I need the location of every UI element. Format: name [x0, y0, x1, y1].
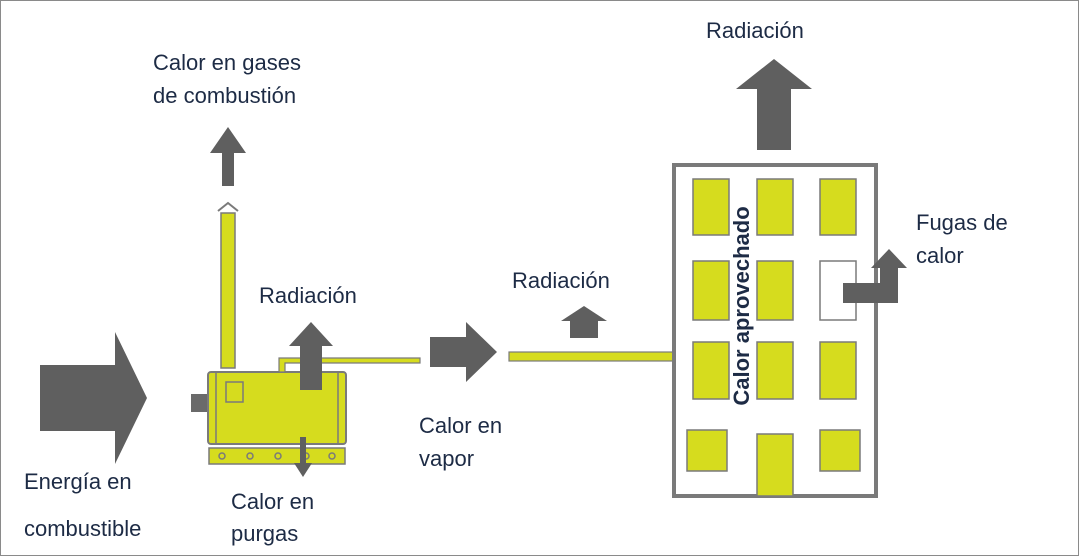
- blowdown-label-line1: Calor en: [231, 489, 315, 514]
- building-windows: [686, 178, 861, 472]
- distribution-pipe: [508, 351, 676, 362]
- flue-gas-label-line1: Calor en gases: [153, 50, 301, 75]
- building-radiation-label: Radiación: [706, 18, 804, 43]
- flue-gas-label-line2: de combustión: [153, 83, 297, 108]
- boiler-panel: [225, 381, 244, 403]
- blowdown-arrow: [294, 437, 312, 477]
- building-door: [756, 433, 794, 497]
- energy-input-arrow: [40, 332, 147, 464]
- boiler-burner: [191, 394, 207, 412]
- steam-heat-arrow: [430, 322, 497, 382]
- useful-heat-label: Calor aprovechado: [729, 206, 754, 406]
- steam-label-line1: Calor en: [419, 413, 503, 438]
- boiler-radiation-arrow: [289, 322, 333, 390]
- heat-leak-label-line2: calor: [916, 243, 964, 268]
- heat-leak-arrow: [843, 249, 907, 303]
- building-radiation-arrow: [736, 59, 812, 150]
- heat-leak-label-line1: Fugas de: [916, 210, 1008, 235]
- pipe-radiation-label: Radiación: [512, 268, 610, 293]
- chimney-cap: [217, 201, 239, 212]
- energy-label-line2: combustible: [24, 516, 142, 541]
- energy-label-line1: Energía en: [24, 469, 132, 494]
- pipe-radiation-arrow: [561, 306, 607, 338]
- blowdown-label-line2: purgas: [231, 521, 299, 546]
- steam-label-line2: vapor: [419, 446, 475, 471]
- flue-gas-arrow: [210, 127, 246, 186]
- boiler-base: [208, 447, 346, 465]
- chimney: [220, 212, 236, 369]
- boiler-body: [207, 371, 347, 445]
- boiler-radiation-label: Radiación: [259, 283, 357, 308]
